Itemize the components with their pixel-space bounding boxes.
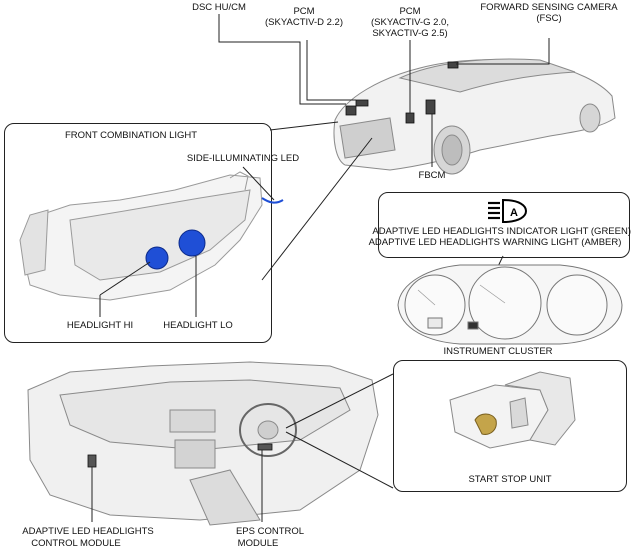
label-headlight-lo: HEADLIGHT LO <box>163 320 233 331</box>
label-fbcm: FBCM <box>418 170 446 181</box>
label-front-combination-light: FRONT COMBINATION LIGHT <box>64 130 198 141</box>
side-illuminating-led-strip <box>261 197 284 204</box>
label-dsc-hu-cm: DSC HU/CM <box>192 2 246 13</box>
label-warning-light: ADAPTIVE LED HEADLIGHTS WARNING LIGHT (A… <box>368 237 622 248</box>
label-headlight-hi: HEADLIGHT HI <box>66 320 134 331</box>
label-indicator-light: ADAPTIVE LED HEADLIGHTS INDICATOR LIGHT … <box>372 226 631 237</box>
label-pcm-gasoline: PCM <box>399 6 421 17</box>
label-pcm-gasoline-spec-2: SKYACTIV-G 2.5) <box>372 28 448 39</box>
label-eps-control: EPS CONTROL <box>235 526 305 537</box>
label-pcm-diesel: PCM <box>293 6 315 17</box>
label-instrument-cluster: INSTRUMENT CLUSTER <box>443 346 553 357</box>
pcm-gasoline-component <box>405 112 415 124</box>
headlight-assembly <box>19 171 263 301</box>
label-start-stop-unit: START STOP UNIT <box>468 474 552 485</box>
headlight-hi-lens <box>145 246 169 270</box>
fbcm-component <box>425 99 436 115</box>
adaptive-headlight-icon <box>488 198 528 224</box>
car-illustration <box>333 58 616 175</box>
label-pcm-gasoline-spec-1: (SKYACTIV-G 2.0, <box>371 17 449 28</box>
icon-letter: A <box>510 207 518 219</box>
label-adaptive-led-module: ADAPTIVE LED HEADLIGHTS <box>22 526 154 537</box>
instrument-cluster-illustration <box>397 264 623 345</box>
dsc-hu-cm-component <box>345 105 357 116</box>
dashboard-illustration <box>27 361 379 526</box>
label-fsc: FORWARD SENSING CAMERA <box>480 2 618 13</box>
label-fsc-abbr: (FSC) <box>536 13 562 24</box>
headlight-lo-lens <box>178 229 206 257</box>
label-adaptive-led-module-2: CONTROL MODULE <box>31 538 121 549</box>
fsc-component <box>447 61 459 69</box>
eps-control-module-component <box>257 443 273 451</box>
label-side-illuminating-led: SIDE-ILLUMINATING LED <box>186 153 300 164</box>
label-eps-module: MODULE <box>237 538 279 549</box>
label-pcm-diesel-spec: (SKYACTIV-D 2.2) <box>265 17 343 28</box>
start-stop-unit-illustration <box>449 371 576 449</box>
adaptive-led-module-component <box>87 454 97 468</box>
pcm-diesel-component <box>355 99 369 107</box>
